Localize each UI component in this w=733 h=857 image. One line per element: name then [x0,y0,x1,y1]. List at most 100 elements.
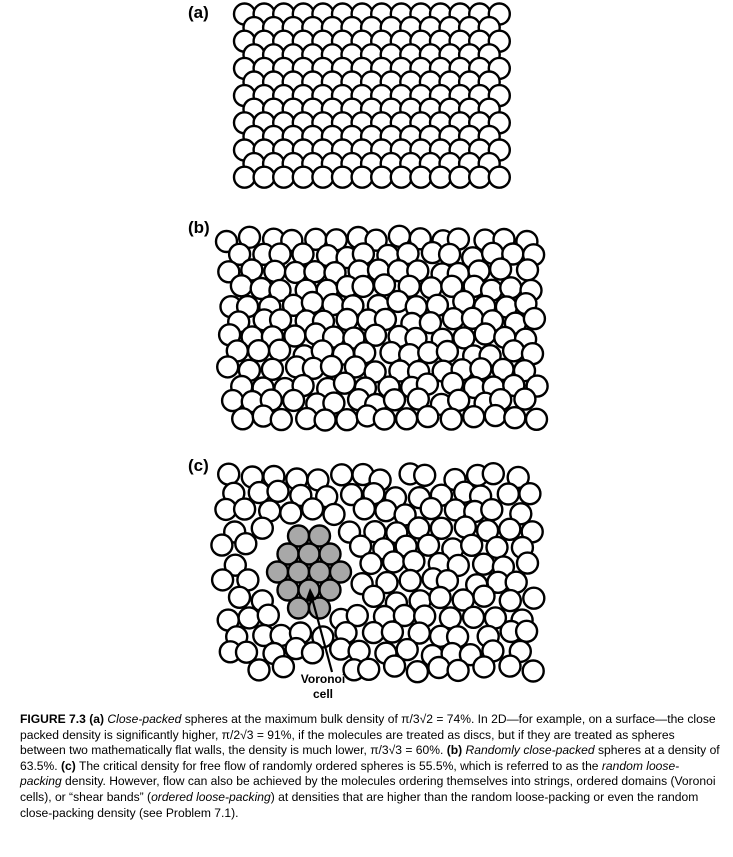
sphere [330,463,354,487]
sphere [381,550,406,574]
sphere [439,407,463,431]
sphere [382,388,407,412]
caption-segment: random loose-packing [20,758,680,789]
panel-a-close-packed [232,2,511,189]
sphere [375,570,399,595]
annotation-voronoi: Voronoi [301,672,345,686]
sphere [260,357,285,381]
sphere [503,406,527,430]
caption-segment: spheres at a density of 63.5%. [20,743,720,773]
sphere [330,165,355,189]
sphere [437,242,462,267]
sphere [372,273,397,297]
sphere [446,658,470,683]
caption-segment: Randomly close-packed [465,743,595,758]
sphere [237,225,262,250]
sphere [359,551,383,576]
caption-segment: (a) [89,712,105,726]
sphere [409,165,433,189]
sphere [382,654,407,678]
sphere [268,278,292,303]
sphere [319,354,344,379]
sphere [322,502,346,527]
panel-b-label: (b) [188,218,210,237]
sphere [279,501,303,525]
sphere [361,584,386,608]
sphere [374,499,398,523]
sphere [227,242,252,267]
sphere [483,403,507,428]
sphere [441,307,466,331]
sphere [514,619,539,643]
sphere [269,407,293,432]
panel-b-random-close-packed [214,224,549,432]
sphere [501,339,526,363]
sphere [389,165,413,189]
sphere [522,586,546,610]
sphere [300,641,325,665]
caption-segment: density. However, flow can also be achie… [20,774,716,804]
sphere [227,585,252,609]
sphere [406,387,430,411]
sphere [311,165,335,189]
sphere [498,654,522,678]
sphere [509,502,533,526]
sphere [498,588,522,613]
sphere [481,462,505,486]
sphere [418,311,443,335]
voronoi-sphere [318,542,342,566]
annotation-arrow [310,597,334,673]
sphere [461,605,486,629]
sphere [256,603,280,627]
sphere [462,405,486,429]
arrow-head [305,588,316,602]
figure-caption: FIGURE 7.3 (a) Close-packed spheres at t… [20,712,720,821]
sphere [428,165,453,189]
sphere [352,497,376,521]
sphere [247,658,271,682]
sphere [351,274,375,299]
sphere [266,479,290,503]
sphere [232,165,257,189]
sphere [416,533,441,557]
figure-label: FIGURE 7.3 [20,712,86,726]
annotation-cell: cell [313,687,333,700]
sphere [488,257,513,281]
sphere [234,532,258,556]
sphere [350,165,374,189]
sphere [229,274,254,298]
voronoi-sphere [307,524,332,548]
sphere [313,408,337,432]
sphere [407,516,431,540]
sphere [402,549,426,574]
sphere [291,165,315,189]
sphere [394,407,419,431]
sphere [335,408,359,432]
sphere [460,533,484,557]
sphere [472,584,496,608]
sphere [237,606,261,630]
voronoi-sphere [318,578,342,602]
sphere [518,482,542,506]
sphere [413,463,437,487]
sphere [513,387,537,411]
sphere [405,660,430,684]
sphere [300,497,325,521]
sphere [440,274,464,298]
sphere [271,655,296,679]
sphere [427,655,451,680]
sphere [435,339,460,364]
sphere [230,407,255,431]
caption-segment: (b) [446,743,463,758]
sphere [380,620,405,644]
sphere [522,306,547,331]
panel-a-label: (a) [188,3,209,22]
sphere [345,603,369,628]
packing-figure: (a) (b) (c) Voronoi cell [188,2,549,700]
sphere [395,637,419,662]
sphere [246,339,271,363]
sphere [521,659,545,683]
sphere [363,323,388,347]
sphere [370,165,394,189]
caption-segment: ) at densities that are higher than the … [20,789,699,820]
